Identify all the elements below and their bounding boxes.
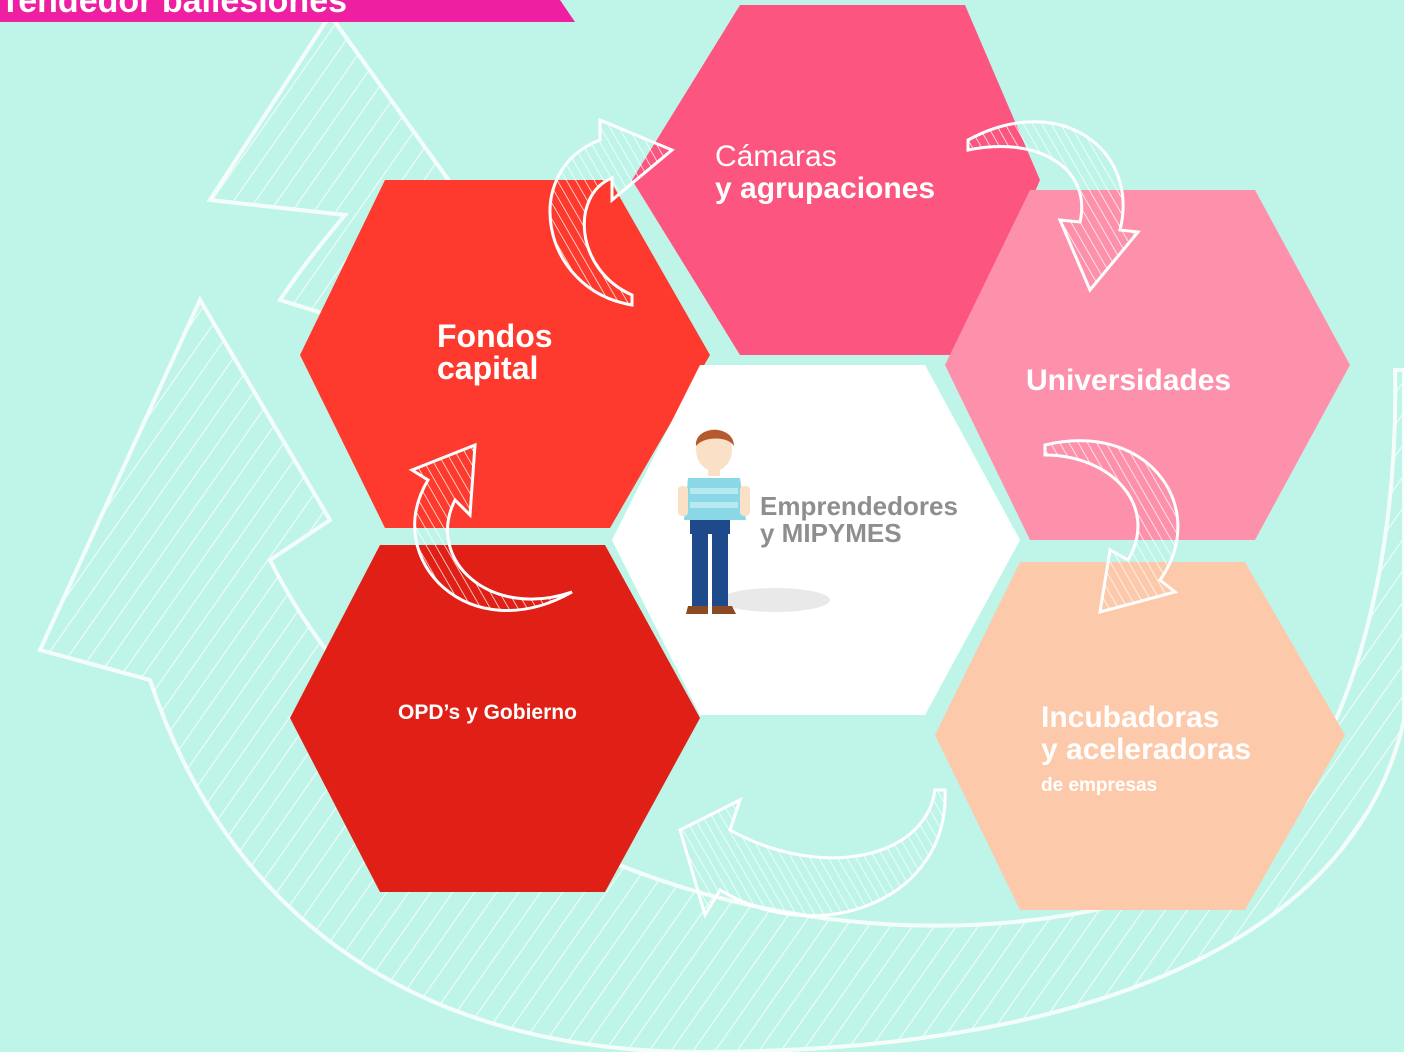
banner-title: Tendedor ballesiones [0, 0, 348, 20]
cycle-arrow-universidades-to-incubadoras [1043, 439, 1180, 615]
title-banner-shape [0, 0, 575, 22]
camaras-label-line2: y agrupaciones [715, 172, 936, 205]
hex-opds [290, 545, 700, 892]
cycle-arrow-camaras-to-universidades [966, 120, 1141, 293]
center-label-line1: Emprendedores [760, 491, 958, 521]
center-label-line2: y MIPYMES [760, 518, 902, 548]
incubadoras-label-line2: y aceleradoras [1041, 733, 1252, 766]
incubadoras-label-line3: de empresas [1041, 775, 1158, 796]
cycle-arrow-incubadoras-to-center [678, 788, 947, 919]
cycle-arrow-opds-to-fondos [408, 442, 573, 612]
universidades-label: Universidades [1026, 364, 1232, 397]
hex-camaras [632, 5, 1040, 355]
fondos-label-line1: Fondos [437, 318, 553, 354]
hex-incubadoras [935, 562, 1345, 910]
person-icon [678, 429, 830, 614]
camaras-label-line1: Cámaras [715, 140, 837, 173]
cycle-arrow-fondos-to-camaras [548, 117, 675, 307]
incubadoras-label-line1: Incubadoras [1041, 701, 1220, 734]
opds-label: OPD’s y Gobierno [398, 701, 577, 724]
hex-fondos [300, 180, 710, 528]
title-banner: Tendedor ballesiones [0, 0, 575, 22]
fondos-label-line2: capital [437, 350, 539, 386]
